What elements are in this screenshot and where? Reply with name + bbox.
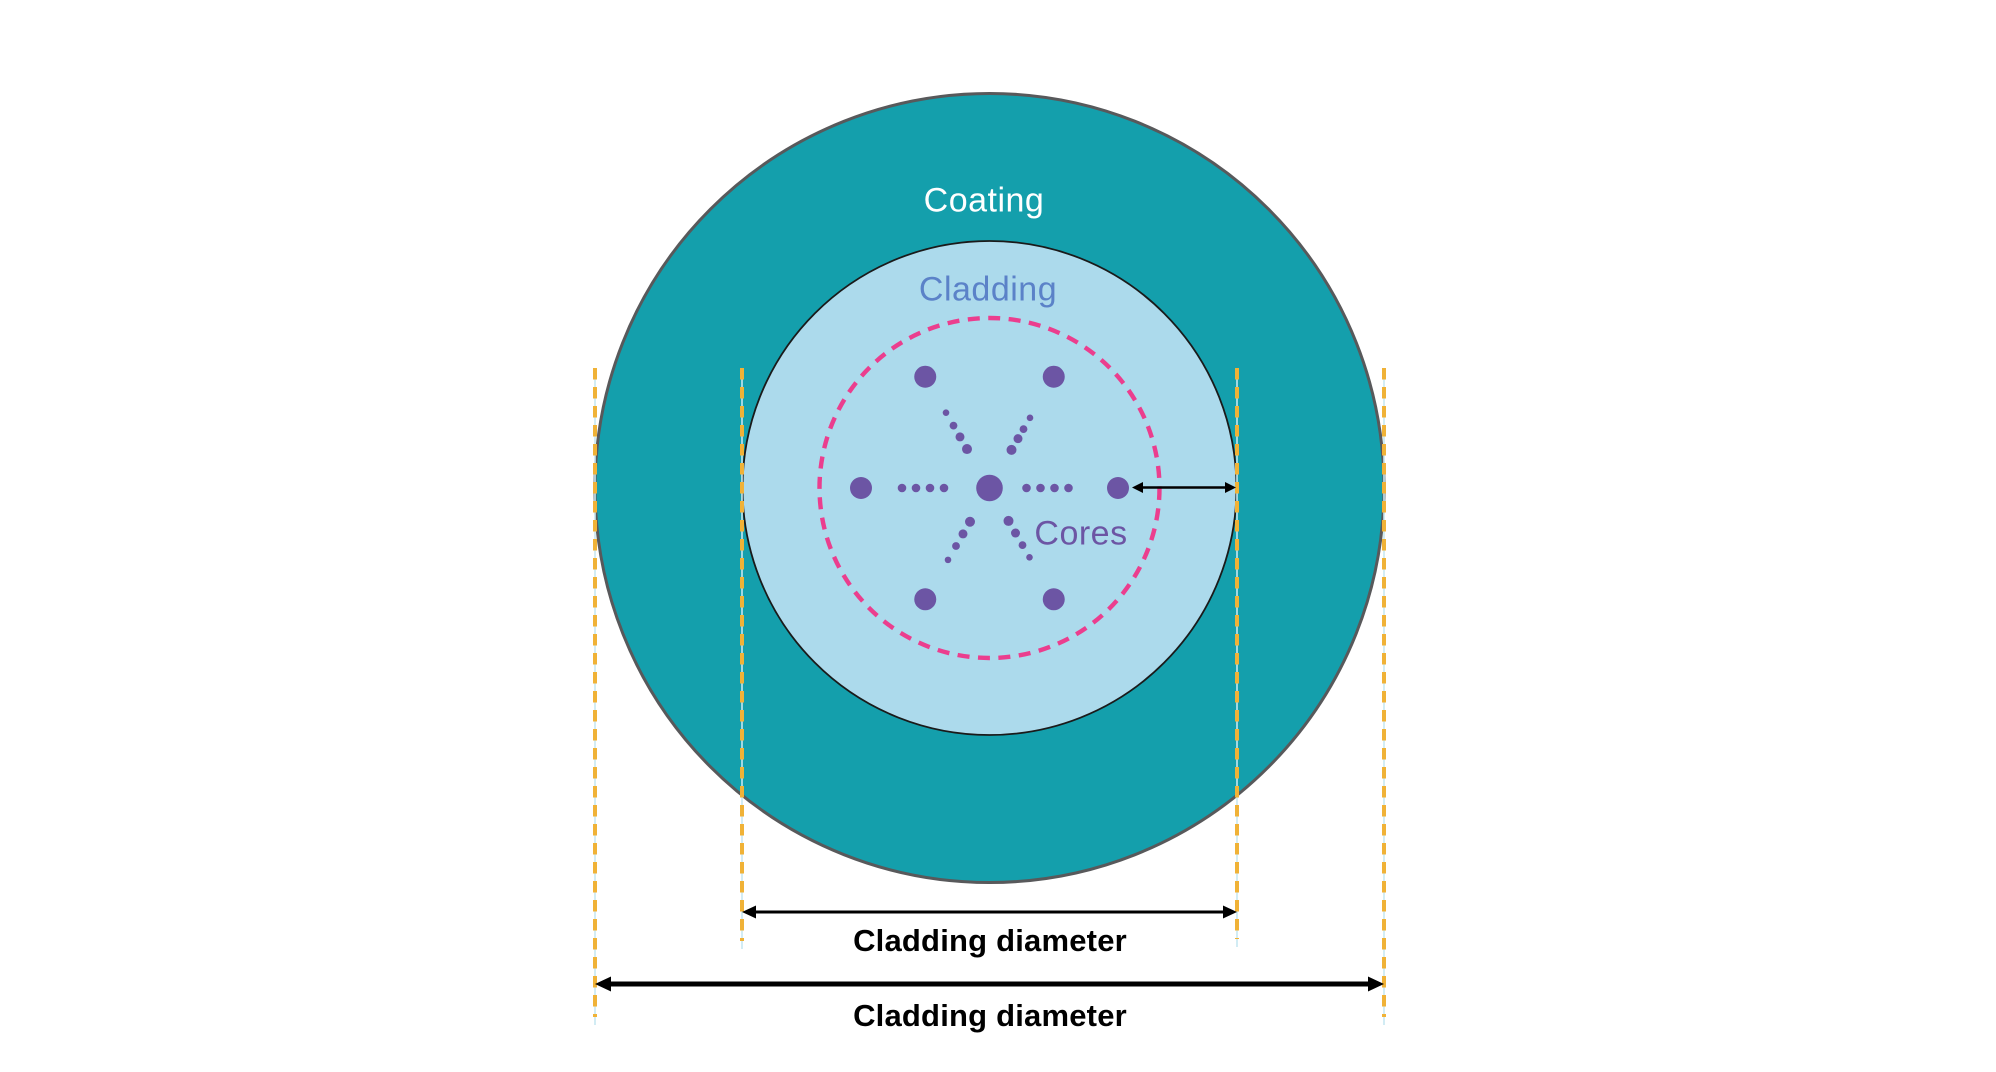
cladding-diameter-arrow-right-head [1223,905,1237,919]
core-trail-dot [1013,434,1023,444]
center-core-dot [976,474,1003,502]
core-trail-dot [955,432,965,442]
core-trail-dot [897,483,907,493]
coating-diameter-arrow-left-head [595,976,611,992]
coating-label: Coating [923,181,1045,220]
cladding-diameter-arrow-left-head [742,905,756,919]
cladding-label: Cladding [918,270,1058,309]
core-trail-dot [911,483,921,493]
core-trail-dot [1019,425,1028,434]
core-trail-dot [1006,444,1017,455]
outer-core-dot [914,588,937,611]
outer-core-dot [1042,365,1065,388]
core-to-cladding-arrow-left-head [1132,482,1143,493]
coating-diameter-arrow-right-head [1368,976,1384,992]
core-trail-dot [965,516,975,527]
core-trail-dot [1064,483,1073,493]
core-trail-dot [962,444,972,455]
outer-core-dot [1107,477,1129,499]
core-trail-dot [1011,528,1020,538]
core-trail-dot [1026,553,1033,561]
core-trail-dot [1026,414,1034,422]
core-trail-dot [944,556,952,564]
cladding-diameter-label: Cladding diameter [853,923,1127,958]
core-trail-dot [942,409,950,416]
cores-label: Cores [1034,514,1128,553]
core-trail-dot [1022,483,1031,493]
core-trail-dot [1003,515,1014,526]
coating-diameter-label: Cladding diameter [853,998,1127,1033]
core-trail-dot [949,421,958,430]
core-trail-dot [925,483,935,493]
outer-core-dot [850,477,872,499]
core-trail-dot [1018,541,1027,550]
core-trail-dot [1036,483,1045,493]
core-trail-dot [1050,483,1059,493]
outer-core-dot [914,365,937,388]
core-trail-dot [952,542,960,550]
core-to-cladding-arrow-right-head [1225,482,1236,493]
outer-core-dot [1042,588,1065,611]
core-trail-dot [958,529,968,539]
core-trail-dot [939,483,949,493]
